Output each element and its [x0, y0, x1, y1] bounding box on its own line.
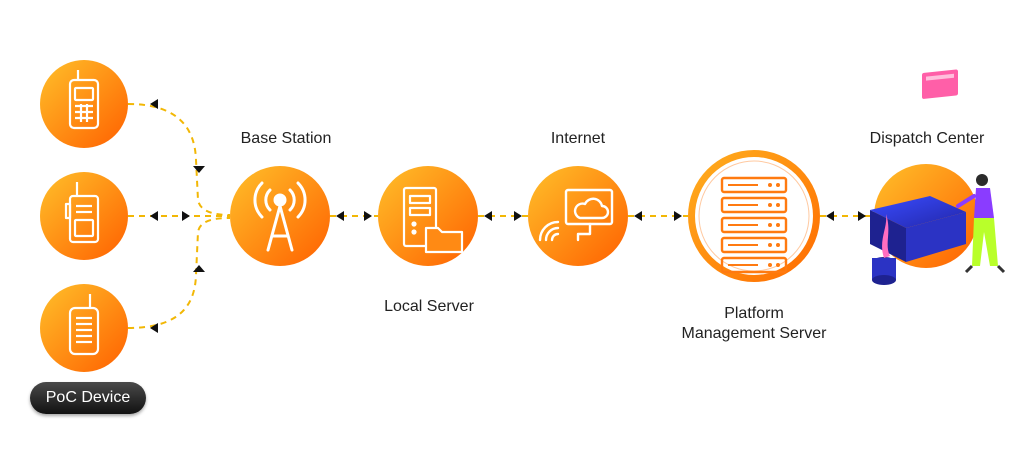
walkie-talkie-icon: [68, 294, 100, 356]
server-rack-icon: [720, 176, 788, 274]
connector-device3-base: [127, 217, 231, 329]
arrow-left-icon: [634, 211, 642, 221]
arrow-right-icon: [182, 211, 190, 221]
arrow-up-icon: [193, 265, 205, 272]
internet-node: [528, 166, 628, 266]
arrow-left-icon: [826, 211, 834, 221]
walkie-talkie-antenna-icon: [64, 182, 100, 244]
arrow-left-icon: [336, 211, 344, 221]
walkie-talkie-keypad-icon: [68, 70, 100, 130]
local-server-label: Local Server: [384, 298, 474, 315]
poc-device-1: [40, 60, 128, 148]
dispatcher-desk-icon: [870, 69, 1006, 285]
arrow-left-icon: [150, 211, 158, 221]
radio-tower-icon: [253, 181, 307, 252]
arrow-down-icon: [193, 166, 205, 173]
poc-device-badge: PoC Device: [30, 382, 146, 414]
platform-server-node: [688, 150, 820, 282]
dispatch-center-label: Dispatch Center: [869, 130, 985, 147]
poc-device-3: [40, 284, 128, 372]
arrow-right-icon: [514, 211, 522, 221]
arrow-left-icon: [484, 211, 492, 221]
connector-device1-base: [127, 103, 231, 216]
base-station-node: [230, 166, 330, 266]
arrow-left-icon: [150, 323, 158, 333]
platform-label-line2: Management Server: [681, 325, 827, 342]
poc-device-2: [40, 172, 128, 260]
platform-label-line1: Platform: [724, 305, 784, 322]
dispatch-center-node: [870, 69, 1006, 285]
arrow-heads: [150, 99, 866, 333]
arrow-right-icon: [858, 211, 866, 221]
base-station-label: Base Station: [240, 130, 332, 147]
arrow-right-icon: [674, 211, 682, 221]
server-folder-icon: [402, 186, 464, 254]
cloud-monitor-icon: [538, 188, 614, 242]
arrow-right-icon: [364, 211, 372, 221]
arrow-left-icon: [150, 99, 158, 109]
local-server-node: [378, 166, 478, 266]
internet-label: Internet: [550, 130, 606, 147]
